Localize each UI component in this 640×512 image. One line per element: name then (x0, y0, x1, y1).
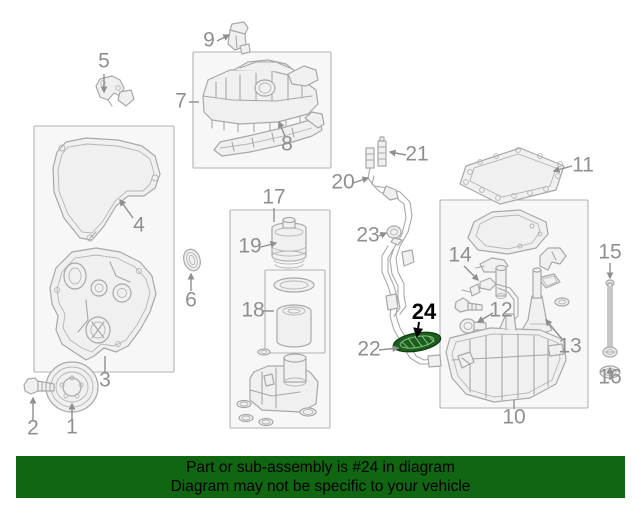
callout-label-5: 5 (98, 50, 110, 73)
part-crankshaft-pulley-1 (45, 361, 99, 413)
leader-19 (260, 241, 278, 248)
callout-label-24: 24 (412, 299, 437, 324)
part-oil-filter-housing-17 (236, 348, 319, 427)
callout-label-9: 9 (203, 29, 215, 52)
leader-14 (463, 265, 479, 281)
callout-label-4: 4 (133, 214, 145, 237)
part-oil-cooler-lines-20 (365, 147, 415, 317)
leader-20 (352, 176, 370, 184)
callout-label-13: 13 (558, 335, 581, 358)
leader-21 (388, 149, 407, 157)
part-line-clip-23 (386, 225, 403, 246)
part-seal-ring-6 (183, 248, 201, 272)
part-timing-cover-gasket-4 (52, 137, 161, 242)
leader-8 (277, 120, 286, 137)
leader-22 (378, 345, 400, 353)
callout-label-22: 22 (357, 338, 380, 361)
callout-label-8: 8 (281, 133, 293, 156)
part-oil-pan-10 (445, 313, 567, 403)
callout-label-17: 17 (262, 186, 285, 209)
part-pan-baffle (467, 209, 549, 255)
callout-label-12: 12 (489, 299, 512, 322)
leader-4 (119, 198, 134, 219)
part-pan-bracket (537, 247, 567, 289)
part-bracket-5 (95, 75, 135, 107)
callout-label-7: 7 (175, 90, 187, 113)
callout-label-1: 1 (66, 416, 78, 439)
part-oil-filler-neck (475, 257, 509, 299)
callout-label-6: 6 (185, 289, 197, 312)
part-oil-filter-cap-19 (271, 216, 307, 269)
callout-label-21: 21 (405, 143, 428, 166)
callout-label-11: 11 (572, 154, 594, 177)
callout-label-19: 19 (238, 235, 261, 258)
callout-label-10: 10 (502, 406, 525, 429)
callout-label-15: 15 (598, 241, 621, 264)
part-oil-line-lower-22 (381, 245, 442, 368)
part-valve-cover-gasket-8 (213, 111, 325, 157)
part-oil-filter-element-18 (273, 277, 315, 348)
part-timing-chain-cover-3 (49, 247, 157, 361)
callout-label-23: 23 (356, 224, 379, 247)
leader-9 (216, 34, 231, 42)
leader-24 (413, 321, 424, 338)
part-valve-cover-7 (202, 59, 319, 133)
part-pulley-bolt-2 (23, 377, 55, 395)
part-pcv-valve-9 (227, 21, 251, 55)
leader-23 (378, 231, 388, 239)
leader-11 (552, 165, 573, 173)
notice-banner: Part or sub-assembly is #24 in diagram D… (16, 456, 625, 498)
callout-label-2: 2 (27, 417, 39, 440)
leader-13 (545, 318, 563, 340)
callout-label-18: 18 (241, 299, 264, 322)
leader-12 (476, 312, 494, 323)
callout-label-20: 20 (331, 171, 354, 194)
part-oil-pan-gasket-11 (459, 147, 565, 205)
notice-line-1: Part or sub-assembly is #24 in diagram (186, 459, 455, 476)
part-line-connector-21 (377, 136, 387, 167)
part-oil-cooler-gasket-24-highlighted (392, 331, 442, 353)
callout-label-3: 3 (99, 369, 111, 392)
part-oil-dipstick-15 (602, 279, 618, 358)
callout-label-14: 14 (448, 244, 472, 267)
notice-line-2: Diagram may not be specific to your vehi… (170, 478, 471, 495)
callout-label-16: 16 (598, 366, 621, 389)
